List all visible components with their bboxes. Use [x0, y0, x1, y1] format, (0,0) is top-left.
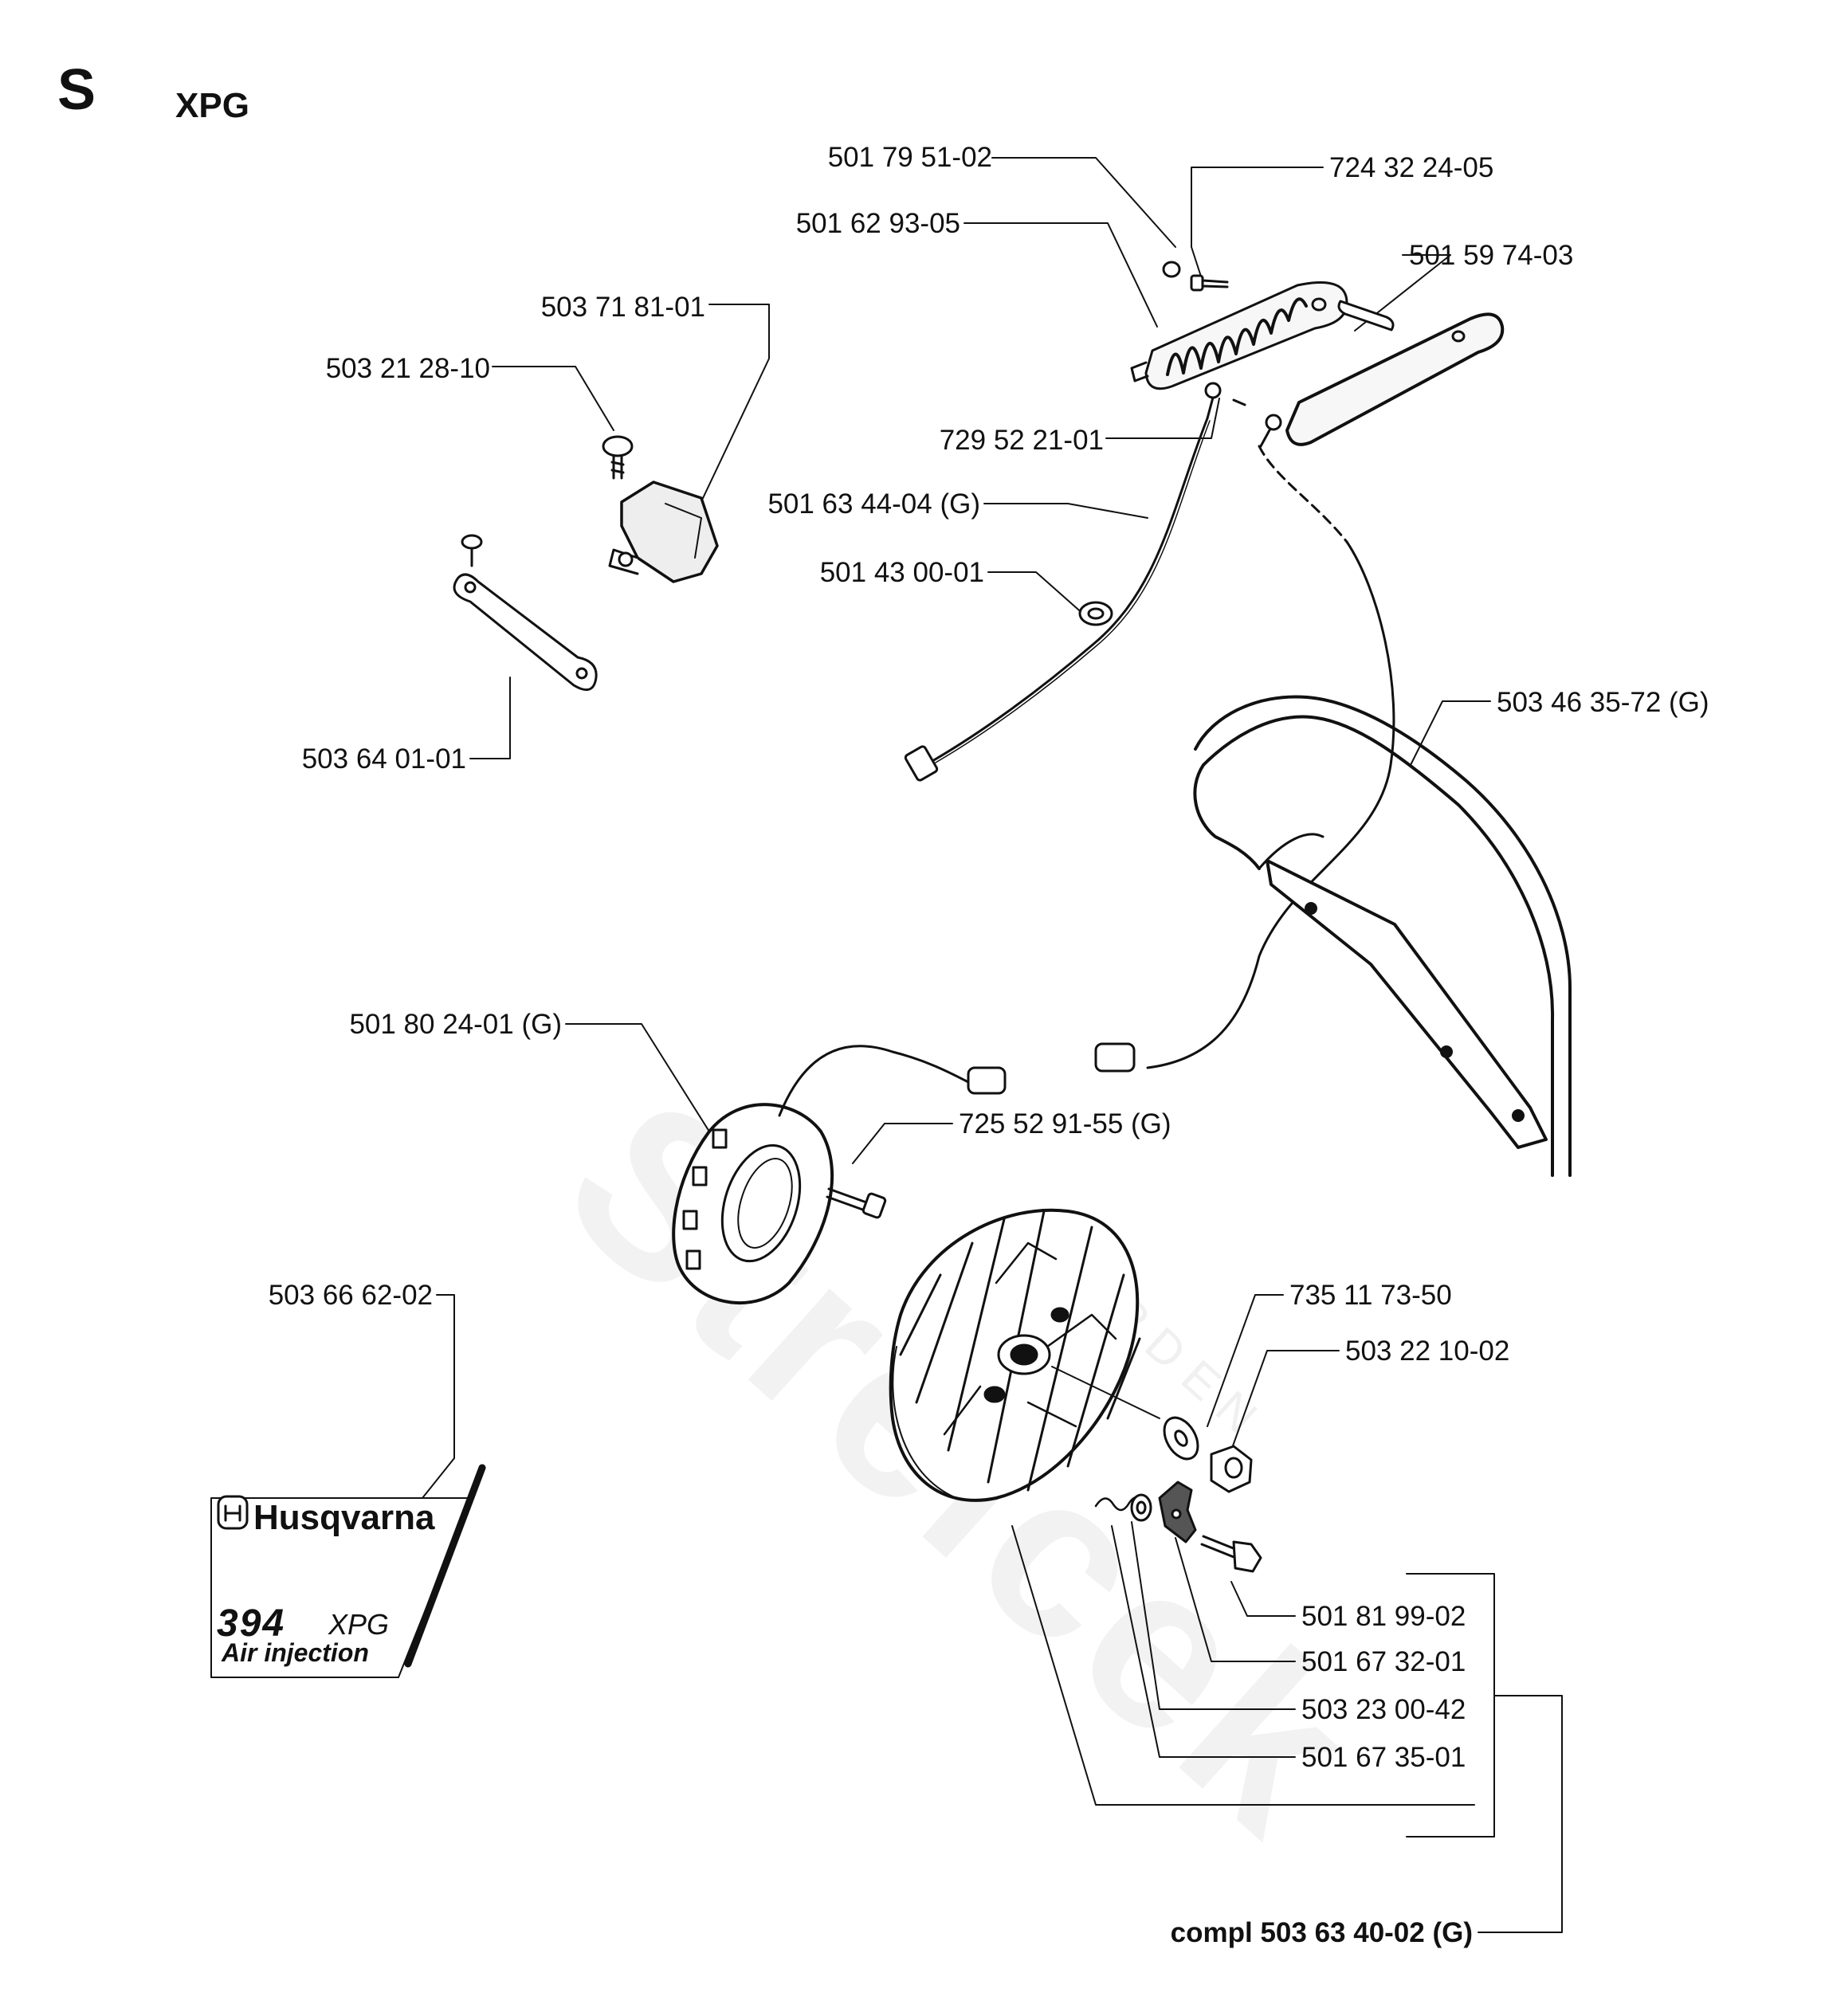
part-label-501-67-32-01: 501 67 32-01 [1301, 1646, 1466, 1677]
washer-735 [1163, 1416, 1199, 1461]
ignition-coil [672, 1045, 1007, 1305]
grommet-part [1078, 601, 1113, 626]
part-label-503-22-10-02: 503 22 10-02 [1345, 1336, 1510, 1367]
part-label-501-63-44-04-g: 501 63 44-04 (G) [767, 488, 980, 520]
heat-shield-plate [1130, 281, 1348, 390]
part-label-compl-503-63-40-02-g: compl 503 63 40-02 (G) [1170, 1917, 1473, 1948]
part-label-501-62-93-05: 501 62 93-05 [795, 208, 960, 239]
leader-lines [222, 157, 1563, 1933]
section-model: XPG [175, 86, 249, 125]
part-label-503-64-01-01: 503 64 01-01 [301, 743, 466, 775]
part-label-501-79-51-02: 501 79 51-02 [827, 142, 992, 173]
nut-part [1210, 1445, 1253, 1493]
ignition-cable [904, 417, 1211, 782]
handle-bar [1193, 695, 1572, 1177]
part-label-501-81-99-02: 501 81 99-02 [1301, 1601, 1466, 1632]
washer-part [1162, 261, 1181, 278]
decal-subtitle: Air injection [222, 1638, 369, 1667]
ground-wire [1258, 445, 1348, 543]
section-letter: S [57, 58, 96, 122]
flywheel [889, 1208, 1160, 1502]
part-label-725-52-91-55-g: 725 52 91-55 (G) [959, 1108, 1171, 1139]
part-label-503-46-35-72-g: 503 46 35-72 (G) [1497, 687, 1709, 718]
washer-503 [1130, 1493, 1152, 1522]
part-label-735-11-73-50: 735 11 73-50 [1289, 1280, 1452, 1311]
part-label-503-66-62-02: 503 66 62-02 [268, 1280, 433, 1311]
part-label-501-59-74-03: 501 59 74-03 [1409, 240, 1574, 271]
part-label-503-23-00-42: 503 23 00-42 [1301, 1694, 1466, 1725]
strap-screw [461, 534, 483, 567]
decal-model-number: 394 [217, 1602, 286, 1645]
part-label-501-43-00-01: 501 43 00-01 [819, 557, 984, 588]
ignition-module [608, 480, 719, 583]
strap-part [453, 573, 598, 692]
decal-outline [210, 1464, 486, 1678]
wire-connector [1094, 1042, 1136, 1073]
module-screw [602, 435, 634, 480]
bolt-part [1200, 1535, 1262, 1573]
terminal-parts [1204, 382, 1282, 448]
pawl-part [1158, 1481, 1197, 1543]
screw-part [1190, 274, 1229, 292]
part-label-503-21-28-10: 503 21 28-10 [325, 353, 490, 384]
pin-part [1337, 300, 1395, 331]
cover-plate [1285, 312, 1505, 446]
coil-screw [826, 1187, 887, 1219]
decal-brand: Husqvarna [253, 1498, 435, 1537]
part-label-503-71-81-01: 503 71 81-01 [540, 292, 705, 323]
part-label-501-80-24-01-g: 501 80 24-01 (G) [349, 1009, 562, 1040]
part-label-501-67-35-01: 501 67 35-01 [1301, 1742, 1466, 1773]
stop-wire [1146, 540, 1395, 1069]
part-label-729-52-21-01: 729 52 21-01 [939, 425, 1104, 456]
part-label-724-32-24-05: 724 32 24-05 [1329, 152, 1494, 183]
decal-model-suffix: XPG [328, 1608, 390, 1641]
